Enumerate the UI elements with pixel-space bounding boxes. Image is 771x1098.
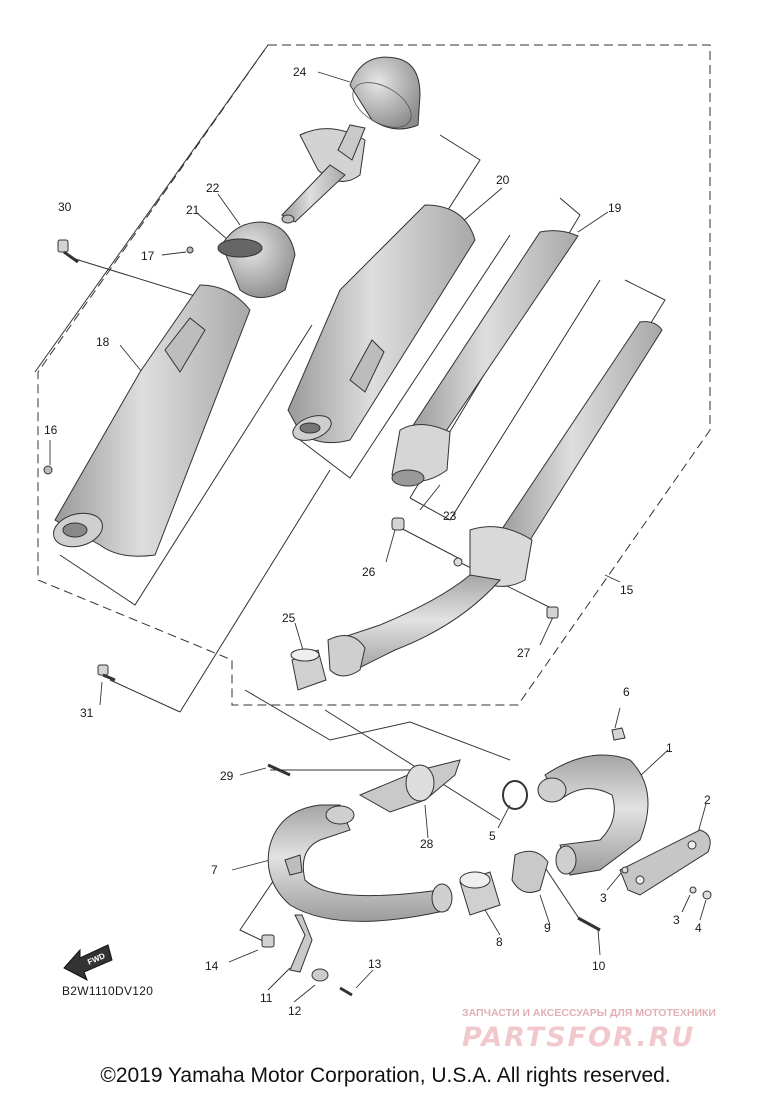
part-label: 5 (489, 829, 496, 843)
part-label: 16 (44, 423, 58, 437)
part-label: 3 (673, 913, 680, 927)
part-label: 7 (211, 863, 218, 877)
part-label: 30 (58, 200, 72, 214)
copyright-text: ©2019 Yamaha Motor Corporation, U.S.A. A… (100, 1064, 671, 1087)
pipe-part-1 (537, 754, 649, 876)
assembly-outline (37, 44, 711, 706)
heat-guard-part-2 (619, 829, 711, 896)
muffler-end-cap-part-21-22 (217, 221, 296, 298)
part-label: 8 (496, 935, 503, 949)
part-label: 2 (704, 793, 711, 807)
part-labels: 1 2 3 3 4 5 6 7 8 9 10 11 12 13 14 15 16… (44, 65, 711, 1018)
part-label: 20 (496, 173, 510, 187)
end-cap-part-24 (349, 56, 421, 130)
head-pipe-part-7 (267, 804, 453, 922)
lower-fasteners (261, 727, 712, 997)
part-label: 29 (220, 769, 234, 783)
part-label: 17 (141, 249, 155, 263)
part-label: 27 (517, 646, 531, 660)
part-label: 24 (293, 65, 307, 79)
part-label: 1 (666, 741, 673, 755)
part-label: 3 (600, 891, 607, 905)
exhaust-pipe-assembly (327, 321, 663, 677)
gasket-sleeve-part-25 (290, 648, 327, 691)
part-label: 9 (544, 921, 551, 935)
watermark: ЗАПЧАСТИ И АКСЕССУАРЫ ДЛЯ МОТОТЕХНИКИ PA… (462, 1007, 716, 1053)
forward-arrow-icon: FWD (63, 944, 113, 982)
muffler-body-part-18 (43, 246, 251, 557)
part-label: 21 (186, 203, 200, 217)
pipe-clamp-part-28 (358, 759, 461, 813)
part-label: 10 (592, 959, 606, 973)
part-label: 12 (288, 1004, 302, 1018)
part-label: 18 (96, 335, 110, 349)
part-label: 22 (206, 181, 220, 195)
part-label: 13 (368, 957, 382, 971)
silencer-inner-pipe (281, 124, 366, 224)
part-label: 28 (420, 837, 434, 851)
part-label: 23 (443, 509, 457, 523)
part-label: 26 (362, 565, 376, 579)
part-label: 15 (620, 583, 634, 597)
diagram-code: B2W1110DV120 (62, 984, 153, 998)
watermark-tagline: ЗАПЧАСТИ И АКСЕССУАРЫ ДЛЯ МОТОТЕХНИКИ (462, 1007, 716, 1019)
watermark-brand: PARTSFOR.RU (462, 1022, 695, 1053)
part-label: 31 (80, 706, 94, 720)
muffler-shell-part-20 (287, 204, 476, 444)
bolts-upper (57, 239, 559, 682)
leader-lines (49, 71, 707, 1003)
connecting-pipe-part-19 (391, 230, 579, 487)
part-label: 11 (260, 991, 273, 1005)
part-label: 6 (623, 685, 630, 699)
part-label: 14 (205, 959, 219, 973)
part-label: 4 (695, 921, 702, 935)
part-label: 19 (608, 201, 622, 215)
part-label: 25 (282, 611, 296, 625)
